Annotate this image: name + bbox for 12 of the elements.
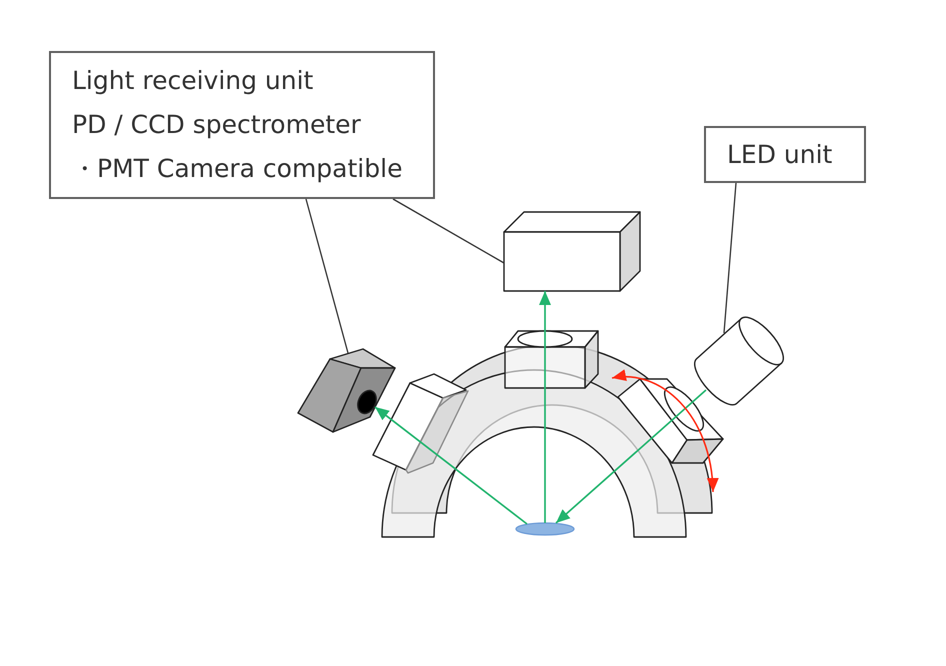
camera-drawing [297, 348, 396, 433]
leader-line [723, 182, 737, 334]
callout-text: PD / CCD spectrometer [72, 109, 361, 141]
callout-box [49, 51, 435, 199]
callout-text: ・PMT Camera compatible [72, 153, 402, 185]
led-cylinder-drawing [694, 316, 784, 406]
detector-box-drawing [503, 211, 641, 292]
callout-box [704, 126, 866, 183]
callout-text: Light receiving unit [72, 65, 314, 97]
leader-line [392, 198, 504, 264]
leader-line [305, 198, 349, 354]
callout-text: LED unit [727, 138, 832, 170]
